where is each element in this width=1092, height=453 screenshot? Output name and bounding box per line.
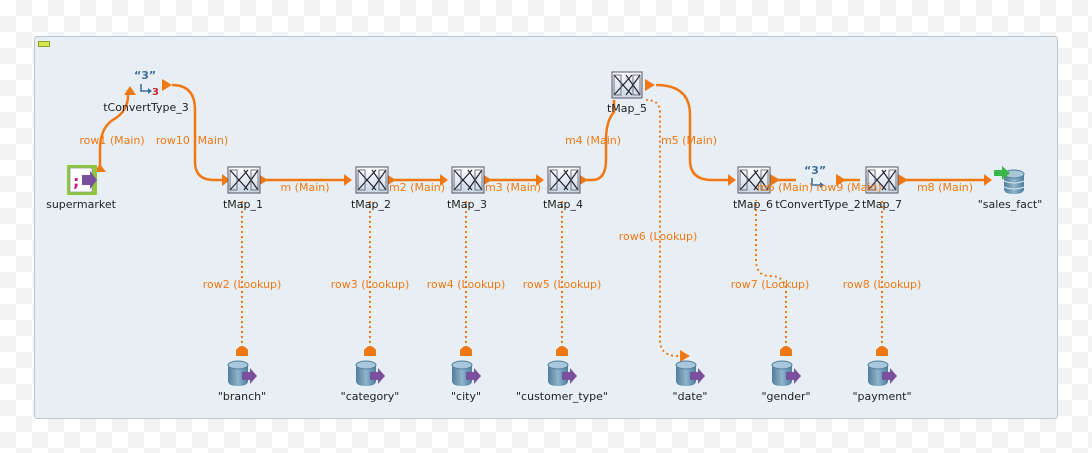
lookup-port xyxy=(876,346,888,356)
output-port xyxy=(898,174,908,186)
database-input-icon[interactable] xyxy=(355,360,385,386)
database-input-icon[interactable] xyxy=(547,360,577,386)
connection-label-m8[interactable]: m8 (Main) xyxy=(916,181,974,194)
lookup-port xyxy=(556,346,568,356)
connection-label-m5[interactable]: m5 (Main) xyxy=(660,134,718,147)
connection-label-row5[interactable]: row5 (Lookup) xyxy=(522,278,602,291)
svg-text:3: 3 xyxy=(152,87,159,98)
connection-label-row10[interactable]: row10 (Main) xyxy=(155,134,229,147)
tmap-icon[interactable] xyxy=(451,166,485,194)
arrowhead xyxy=(728,174,736,186)
component-label-branch: "branch" xyxy=(217,390,267,403)
component-label-tconverttype-3: tConvertType_3 xyxy=(103,101,189,114)
component-label-gender: "gender" xyxy=(761,390,811,403)
file-input-icon[interactable]: ; xyxy=(67,165,97,195)
output-port xyxy=(162,79,172,91)
connection-row1[interactable] xyxy=(98,90,130,172)
connection-row10[interactable] xyxy=(171,83,222,182)
component-label-tmap-5: tMap_5 xyxy=(606,102,648,115)
connection-label-row9[interactable]: row9 (Main) xyxy=(816,181,882,194)
component-label-tmap-2: tMap_2 xyxy=(350,198,392,211)
connection-label-row8[interactable]: row8 (Lookup) xyxy=(842,278,922,291)
component-label-supermarket: supermarket xyxy=(46,198,116,211)
arrowhead xyxy=(344,174,352,186)
component-label-category: "category" xyxy=(340,390,400,403)
svg-text:“3”: “3” xyxy=(804,164,826,177)
database-input-icon[interactable] xyxy=(867,360,897,386)
database-input-icon[interactable] xyxy=(227,360,257,386)
lookup-port xyxy=(364,346,376,356)
component-label-tmap-3: tMap_3 xyxy=(446,198,488,211)
component-label-tmap-7: tMap_7 xyxy=(861,198,903,211)
connection-label-m2[interactable]: m2 (Main) xyxy=(388,181,446,194)
connection-m4[interactable] xyxy=(584,100,616,182)
lookup-port xyxy=(236,346,248,356)
output-port xyxy=(770,174,780,186)
tmap-icon[interactable] xyxy=(547,166,581,194)
connection-label-row2[interactable]: row2 (Lookup) xyxy=(202,278,282,291)
lookup-port xyxy=(460,346,472,356)
connection-m5[interactable] xyxy=(655,83,728,182)
database-output-icon[interactable] xyxy=(994,166,1025,194)
component-label-tmap-6: tMap_6 xyxy=(732,198,774,211)
connection-label-row3[interactable]: row3 (Lookup) xyxy=(330,278,410,291)
connection-label-row7[interactable]: row7 (Lookup) xyxy=(730,278,810,291)
subjob-collapse-toggle[interactable] xyxy=(38,41,50,47)
component-label-payment: "payment" xyxy=(852,390,912,403)
tmap-icon[interactable] xyxy=(737,166,771,194)
connection-label-row4[interactable]: row4 (Lookup) xyxy=(426,278,506,291)
connection-row6[interactable] xyxy=(645,99,679,357)
connection-label-m3[interactable]: m3 (Main) xyxy=(484,181,542,194)
connection-label-row1[interactable]: row1 (Main) xyxy=(79,134,145,147)
component-label-tconverttype-2: tConvertType_2 xyxy=(775,198,861,211)
lookup-port xyxy=(780,346,792,356)
database-input-icon[interactable] xyxy=(771,360,801,386)
convert-type-icon[interactable]: “3” 3 xyxy=(134,69,159,98)
arrowhead xyxy=(222,174,230,186)
connection-label-m6[interactable]: m6 (Main) xyxy=(756,181,814,194)
output-port xyxy=(645,79,655,91)
component-label-sales-fact: "sales_fact" xyxy=(977,198,1043,211)
svg-text:“3”: “3” xyxy=(134,69,156,82)
component-label-customer-type: "customer_type" xyxy=(516,390,608,403)
component-label-tmap-1: tMap_1 xyxy=(222,198,264,211)
svg-text:;: ; xyxy=(73,172,79,191)
database-input-icon[interactable] xyxy=(451,360,481,386)
connection-label-row6[interactable]: row6 (Lookup) xyxy=(618,230,698,243)
database-input-icon[interactable] xyxy=(675,360,705,386)
component-label-city: "city" xyxy=(450,390,482,403)
convert-type-icon[interactable]: “3” xyxy=(804,164,826,188)
arrowhead xyxy=(440,174,448,186)
tmap-icon[interactable] xyxy=(355,166,389,194)
component-label-tmap-4: tMap_4 xyxy=(542,198,584,211)
arrowhead xyxy=(680,350,690,362)
connection-label-m4[interactable]: m4 (Main) xyxy=(564,134,622,147)
output-port xyxy=(836,174,846,186)
connection-label-m[interactable]: m (Main) xyxy=(280,181,330,194)
tmap-icon[interactable] xyxy=(227,166,261,194)
tmap-icon[interactable] xyxy=(611,71,643,99)
tmap-icon[interactable] xyxy=(865,166,899,194)
arrowhead xyxy=(984,174,992,186)
output-port xyxy=(124,86,136,95)
component-label-date: "date" xyxy=(672,390,708,403)
arrowhead xyxy=(536,174,544,186)
connection-row7[interactable] xyxy=(755,200,787,348)
